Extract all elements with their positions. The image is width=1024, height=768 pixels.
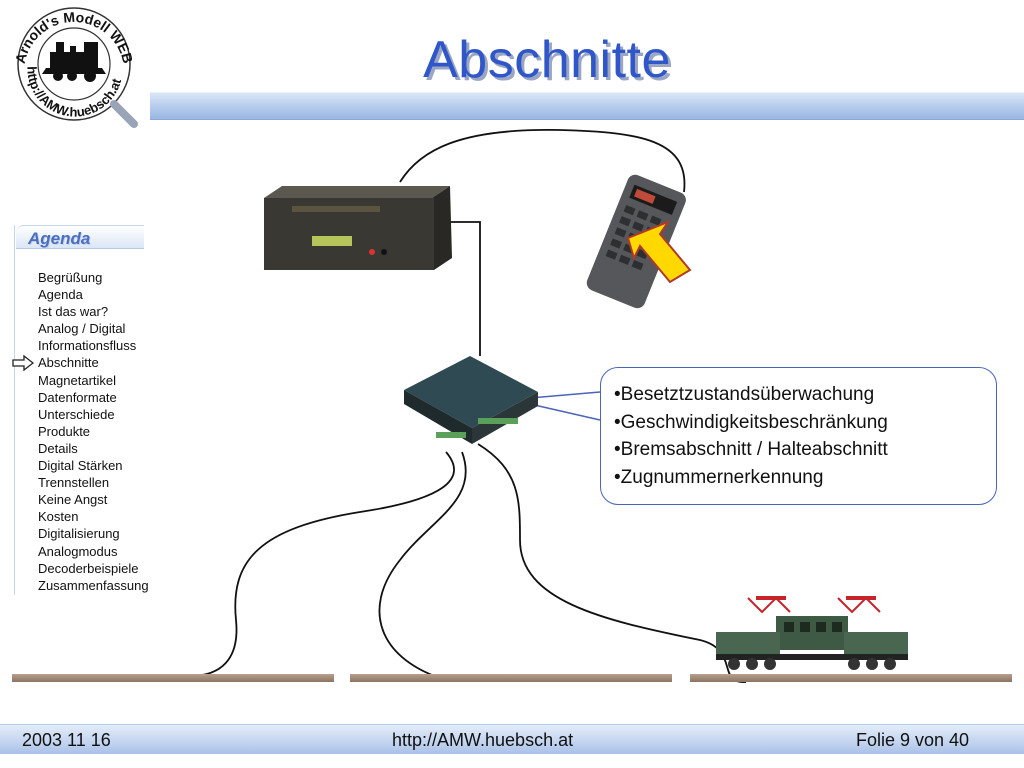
agenda-item[interactable]: Trennstellen	[38, 475, 110, 491]
feature-callout	[600, 367, 997, 505]
agenda-item[interactable]: Keine Angst	[38, 492, 108, 508]
agenda-item[interactable]: Produkte	[38, 423, 91, 439]
cable-handheld	[399, 129, 686, 193]
feature-item: •Besetztzustandsüberwachung	[614, 384, 875, 405]
agenda-header: Agenda	[16, 225, 144, 249]
agenda-item[interactable]: Digital Stärken	[38, 458, 123, 474]
agenda-item[interactable]: Begrüßung	[38, 270, 103, 285]
agenda-item[interactable]: Zusammenfassung	[38, 577, 149, 593]
agenda-item[interactable]: Analog / Digital	[38, 321, 126, 337]
track-section-2	[350, 674, 672, 682]
slide-title: Abschnitte	[423, 31, 671, 89]
logo: Arnold's Modell WEB http://AMW.huebsch.a…	[12, 7, 138, 128]
agenda-item[interactable]: Unterschiede	[38, 406, 115, 422]
footer-bar	[0, 724, 1024, 754]
agenda-item[interactable]: Ist das war?	[38, 304, 109, 320]
track-section-1	[12, 674, 334, 682]
agenda-item[interactable]: Digitalisierung	[38, 526, 120, 542]
cable-track-1	[189, 451, 455, 677]
magnifier-handle-icon	[110, 100, 138, 128]
footer-slide-number: Folie 9 von 40	[856, 730, 970, 750]
agenda-item[interactable]: Agenda	[38, 287, 83, 303]
footer-url[interactable]: http://AMW.huebsch.at	[392, 730, 574, 750]
agenda-item[interactable]: Informationsfluss	[38, 338, 137, 354]
feature-item: •Zugnummernerkennung	[614, 466, 824, 488]
agenda-item[interactable]: Decoderbeispiele	[38, 560, 139, 576]
feature-list: •Besetztzustandsüberwachung •Geschwindig…	[614, 381, 888, 491]
booster-device	[404, 356, 538, 444]
agenda-panel	[14, 225, 164, 595]
agenda-item[interactable]: Magnetartikel	[38, 372, 117, 388]
cable-track-2	[378, 451, 467, 681]
track-section-3	[690, 674, 1012, 682]
agenda-item[interactable]: Analogmodus	[38, 543, 118, 559]
agenda-item[interactable]: Datenformate	[38, 389, 117, 405]
highlight-arrow-icon	[626, 219, 692, 284]
cable-central-to-booster	[424, 221, 481, 356]
agenda-item[interactable]: Details	[38, 440, 78, 456]
title-bar	[150, 92, 1024, 120]
agenda-list: Begrüßung Agenda Ist das war? Analog / D…	[38, 269, 149, 594]
feature-item: •Bremsabschnitt / Halteabschnitt	[614, 439, 888, 460]
agenda-heading: Agenda	[28, 229, 91, 248]
central-unit	[264, 186, 452, 270]
footer-date: 2003 11 16	[22, 730, 111, 750]
agenda-item-current[interactable]: Abschnitte	[38, 355, 99, 371]
handheld-controller	[586, 174, 686, 309]
callout-connector	[529, 391, 601, 421]
electric-locomotive	[716, 596, 908, 670]
feature-item: •Geschwindigkeitsbeschränkung	[614, 411, 888, 433]
agenda-item[interactable]: Kosten	[38, 509, 79, 525]
locomotive-icon	[42, 42, 106, 82]
current-item-arrow-icon	[12, 355, 34, 371]
